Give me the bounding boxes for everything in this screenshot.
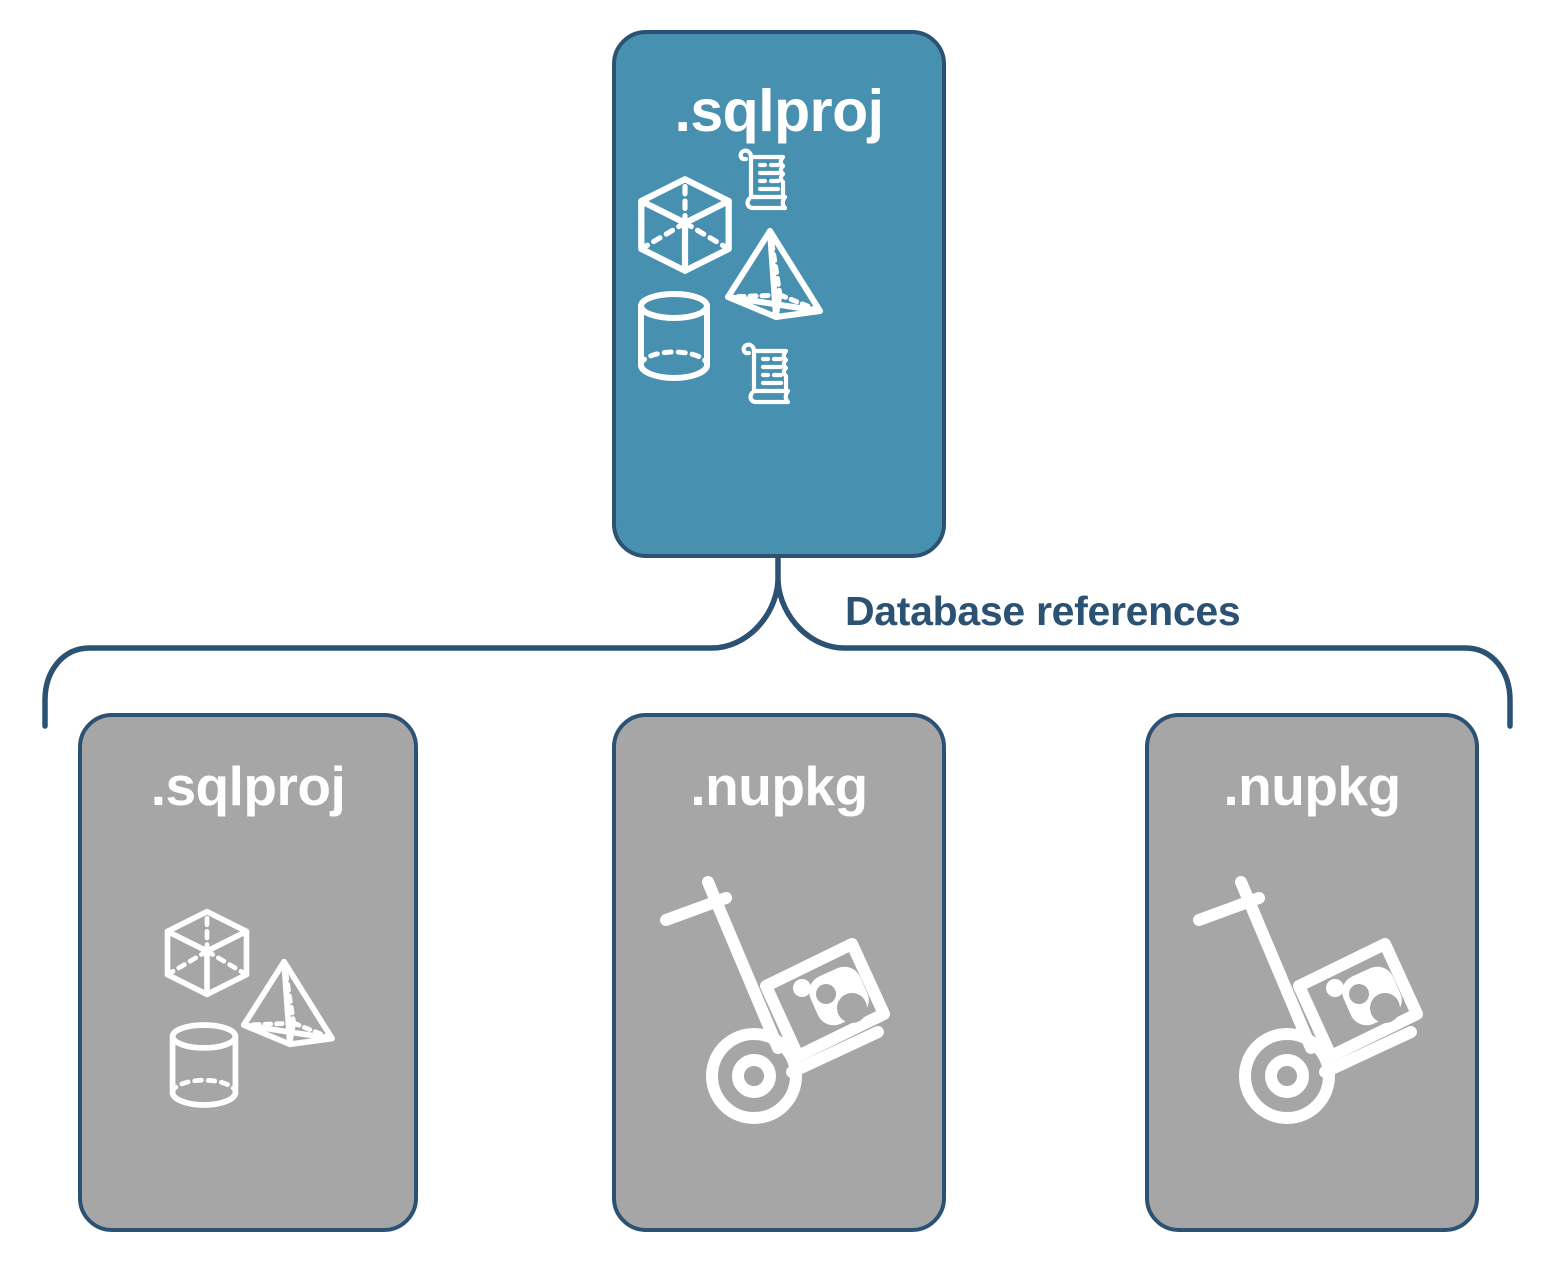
scroll-icon [741,342,791,405]
node-title: .nupkg [690,755,868,817]
cylinder-icon [638,291,710,381]
node-title: .nupkg [1223,755,1401,817]
icon-group [616,141,942,554]
node-sqlproj-root[interactable]: .sqlproj [612,30,946,558]
node-title: .sqlproj [150,755,346,817]
node-nupkg-reference-2[interactable]: .nupkg [1145,713,1479,1232]
package-handtruck-icon [660,876,890,1124]
scroll-icon [738,148,788,211]
pyramid-icon [725,228,823,320]
icon-group [1149,814,1475,1228]
cylinder-icon [169,1022,239,1108]
node-title: .sqlproj [674,78,884,144]
icon-group [82,814,414,1228]
node-sqlproj-reference[interactable]: .sqlproj [78,713,418,1232]
cube-icon [164,908,250,998]
package-handtruck-icon [1193,876,1423,1124]
connector-label: Database references [845,588,1241,634]
pyramid-icon [240,958,335,1048]
icon-group [616,814,942,1228]
node-nupkg-reference-1[interactable]: .nupkg [612,713,946,1232]
cube-icon [638,176,732,274]
